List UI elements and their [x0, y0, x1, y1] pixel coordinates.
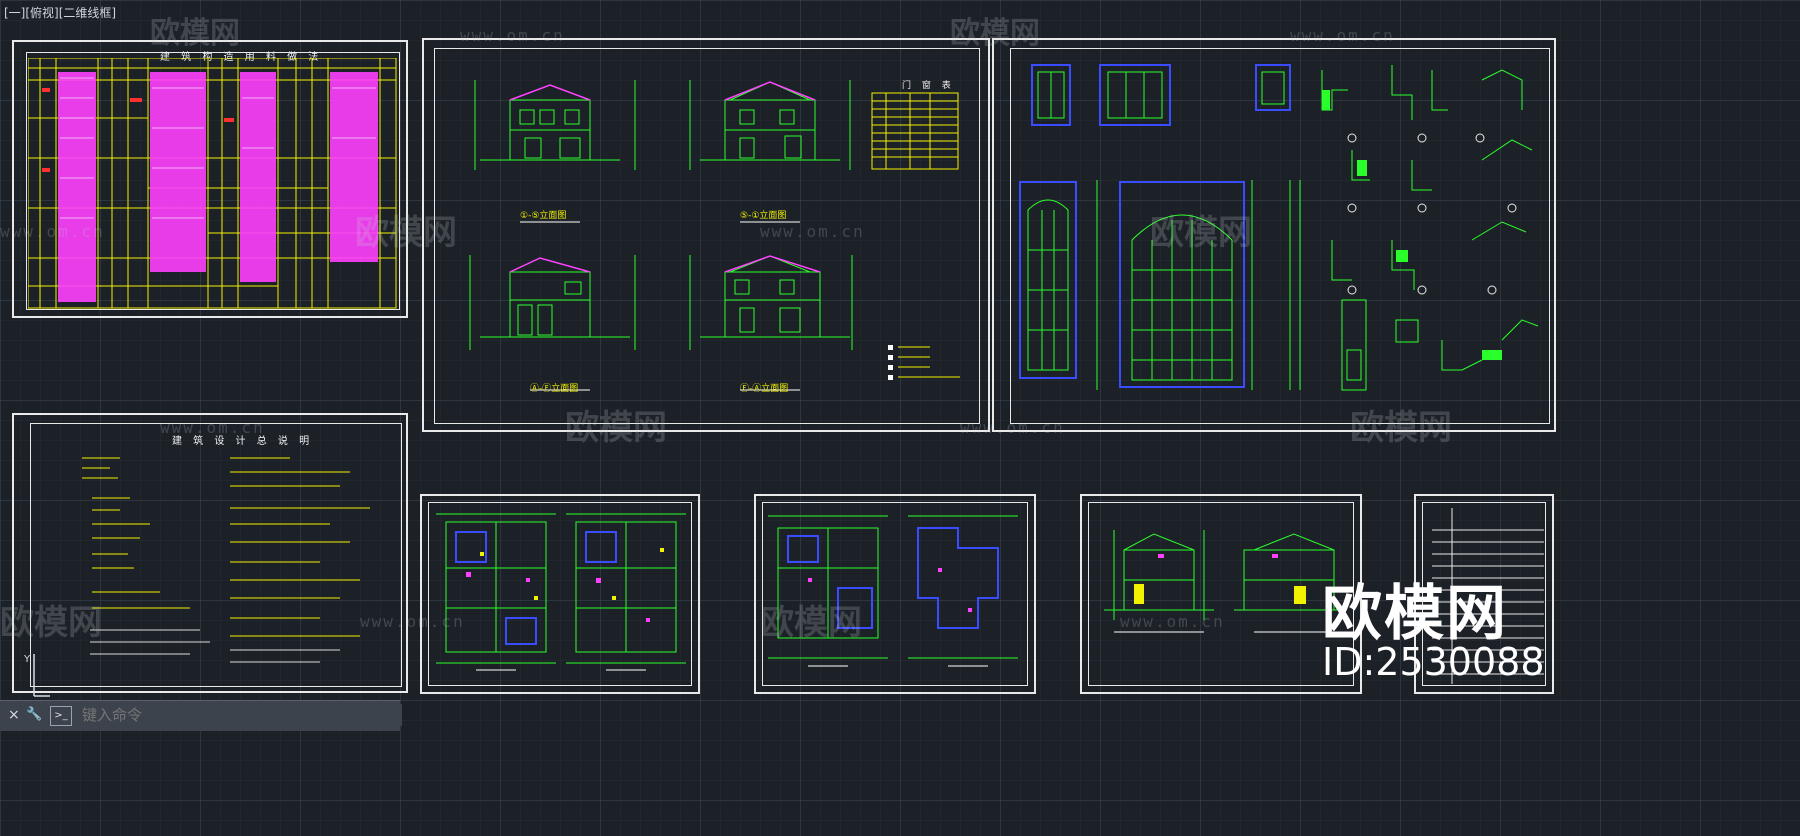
- sheet-materials-table[interactable]: [12, 40, 408, 318]
- watermark-url: www.om.cn: [460, 26, 565, 45]
- ucs-icon: Y: [23, 654, 50, 697]
- sections-drawing: [1104, 530, 1344, 633]
- watermark-url: www.om.cn: [760, 222, 865, 241]
- watermark-url: www.om.cn: [1120, 612, 1225, 631]
- design-notes-title: 建 筑 设 计 总 说 明: [172, 436, 314, 447]
- watermark-url: www.om.cn: [360, 612, 465, 631]
- brand-watermark-large: 欧模网: [1322, 579, 1508, 649]
- elevation-label-2: ⑤-①立面图: [740, 211, 787, 221]
- wrench-icon[interactable]: 🔧: [26, 707, 43, 722]
- elevation-label-4: Ⓕ-Ⓐ立面图: [740, 384, 789, 394]
- watermark-url: www.om.cn: [0, 222, 105, 241]
- design-notes-drawing: [82, 457, 370, 663]
- details-drawing: [1019, 64, 1539, 391]
- drawing-list-table: [1432, 508, 1544, 684]
- sheet-details[interactable]: [992, 38, 1556, 432]
- sheet-design-notes[interactable]: [12, 413, 408, 693]
- command-input[interactable]: [78, 704, 402, 726]
- sheet-floor-plans-2[interactable]: [754, 494, 1036, 694]
- close-icon[interactable]: ×: [8, 707, 20, 723]
- watermark-url: www.om.cn: [1290, 26, 1395, 45]
- watermark-url: www.om.cn: [160, 418, 265, 437]
- materials-table-drawing: [28, 58, 397, 309]
- floor-plans-2-drawing: [768, 515, 1018, 667]
- door-window-table-title: 门 窗 表: [902, 81, 955, 91]
- sheet-sections[interactable]: [1080, 494, 1362, 694]
- elevation-label-1: ①-⑤立面图: [520, 211, 567, 221]
- elevation-label-3: Ⓐ-Ⓕ立面图: [530, 384, 579, 394]
- command-prompt-icon[interactable]: >_: [50, 706, 72, 726]
- sheet-elevations[interactable]: [422, 38, 990, 432]
- viewport-control[interactable]: [一][俯视][二维线框]: [4, 6, 117, 20]
- asset-id: ID:2530088: [1322, 640, 1545, 684]
- command-line: × 🔧 >_: [0, 700, 402, 731]
- elevations-drawing: [469, 80, 960, 391]
- sheet-floor-plans-1[interactable]: [420, 494, 700, 694]
- svg-text:Y: Y: [23, 654, 31, 665]
- sheet-drawing-list[interactable]: [1414, 494, 1554, 694]
- floor-plans-1-drawing: [436, 513, 686, 671]
- watermark-url: www.om.cn: [960, 418, 1065, 437]
